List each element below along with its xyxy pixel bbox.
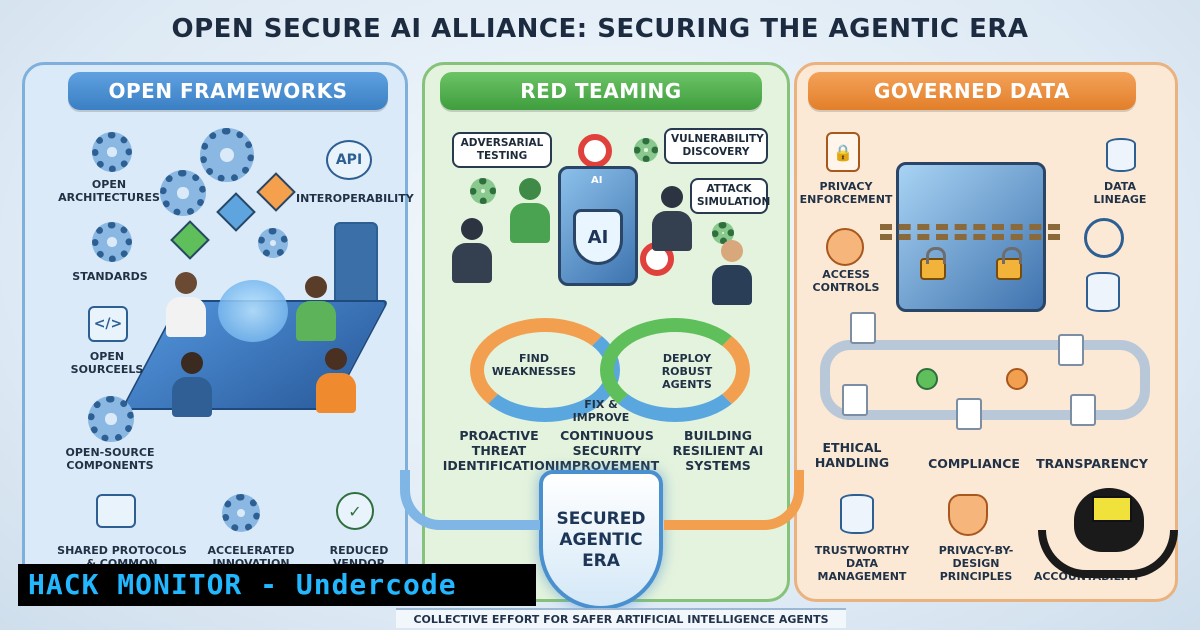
chain-icon bbox=[880, 224, 1060, 240]
flow-arrow-right bbox=[664, 470, 804, 530]
ai-server-icon: AI AI bbox=[558, 166, 638, 286]
transparency-label: TRANSPARENCY bbox=[1036, 456, 1148, 471]
hooded-hacker-figure bbox=[510, 178, 550, 244]
database-icon bbox=[1086, 272, 1120, 312]
padlock-icon bbox=[920, 247, 946, 280]
tentacles-icon bbox=[1038, 530, 1178, 578]
footer-tagline: COLLECTIVE EFFORT FOR SAFER ARTIFICIAL I… bbox=[396, 608, 846, 628]
vulnerability-discovery-bubble: VULNERABILITY DISCOVERY bbox=[664, 128, 768, 164]
code-panel-icon bbox=[334, 222, 378, 306]
gear-check-icon bbox=[470, 178, 496, 204]
deploy-robust-agents-label: DEPLOY ROBUST AGENTS bbox=[661, 352, 713, 391]
gear-icon bbox=[200, 128, 254, 182]
database-icon bbox=[1106, 138, 1136, 172]
hierarchy-icon bbox=[96, 494, 136, 528]
ethical-handling-label: ETHICAL HANDLING bbox=[814, 440, 890, 470]
hack-monitor-watermark: HACK MONITOR - Undercode bbox=[18, 564, 536, 606]
status-icon bbox=[1006, 368, 1028, 390]
code-icon: </> bbox=[88, 306, 128, 342]
fix-improve-label: FIX & IMPROVE bbox=[572, 398, 630, 424]
gear-check-icon bbox=[92, 222, 132, 262]
gear-icon bbox=[88, 396, 134, 442]
server-badge: AI bbox=[591, 175, 603, 186]
laptop-icon bbox=[1092, 496, 1132, 522]
trustworthy-data-label: TRUSTWORTHY DATA MANAGEMENT bbox=[814, 544, 910, 583]
network-icon bbox=[1084, 218, 1124, 258]
flow-arrow-left bbox=[400, 470, 540, 530]
brain-hologram-icon bbox=[218, 280, 288, 342]
gear-icon bbox=[160, 170, 206, 216]
attack-simulation-bubble: ATTACK SIMULATION bbox=[690, 178, 770, 214]
building-resilient-label: BUILDING RESILIENT AI SYSTEMS bbox=[672, 428, 764, 473]
person-figure bbox=[172, 352, 212, 418]
undercode-octopus-logo bbox=[1034, 460, 1184, 600]
document-icon bbox=[842, 384, 868, 416]
gear-icon bbox=[92, 132, 132, 172]
gear-icon bbox=[712, 222, 734, 244]
lock-icon bbox=[826, 228, 864, 266]
secured-agentic-era-shield: SECURED AGENTIC ERA bbox=[539, 470, 663, 610]
api-label: API bbox=[335, 152, 363, 168]
check-icon bbox=[916, 368, 938, 390]
check-badge-icon: ✓ bbox=[336, 492, 374, 530]
hooded-hacker-figure bbox=[452, 218, 492, 284]
data-pipeline bbox=[820, 340, 1150, 420]
open-frameworks-header: OPEN FRAMEWORKS bbox=[68, 72, 388, 110]
gear-icon bbox=[222, 494, 260, 532]
adversarial-testing-bubble: ADVERSARIAL TESTING bbox=[452, 132, 552, 168]
person-figure bbox=[296, 276, 336, 342]
privacy-enforcement-label: PRIVACY ENFORCEMENT bbox=[799, 180, 893, 206]
proactive-threat-label: PROACTIVE THREAT IDENTIFICATION bbox=[442, 428, 556, 473]
standards-label: STANDARDS bbox=[72, 270, 148, 283]
privacy-by-design-label: PRIVACY-BY-DESIGN PRINCIPLES bbox=[938, 544, 1014, 583]
continuous-security-label: CONTINUOUS SECURITY IMPROVEMENT bbox=[554, 428, 660, 473]
compliance-label: COMPLIANCE bbox=[928, 456, 1020, 471]
ai-shield-icon: AI bbox=[573, 209, 623, 265]
analyst-figure bbox=[712, 240, 752, 306]
lock-shield-icon bbox=[948, 494, 988, 536]
interoperability-label: INTEROPERABILITY bbox=[296, 192, 414, 205]
open-sources-label: OPEN SOURCEELS bbox=[70, 350, 144, 376]
gear-icon bbox=[258, 228, 288, 258]
hooded-hacker-figure bbox=[652, 186, 692, 252]
gear-icon bbox=[634, 138, 658, 162]
padlock-icon bbox=[996, 247, 1022, 280]
data-lineage-label: DATA LINEAGE bbox=[1093, 180, 1147, 206]
person-figure bbox=[316, 348, 356, 414]
open-source-components-label: OPEN-SOURCE COMPONENTS bbox=[65, 446, 155, 472]
lock-document-icon: 🔒 bbox=[826, 132, 860, 172]
target-icon bbox=[578, 134, 612, 168]
person-figure bbox=[166, 272, 206, 338]
document-icon bbox=[1070, 394, 1096, 426]
document-icon bbox=[850, 312, 876, 344]
api-icon: API bbox=[326, 140, 372, 180]
page-title: OPEN SECURE AI ALLIANCE: SECURING THE AG… bbox=[171, 14, 1029, 44]
find-weaknesses-label: FIND WEAKNESSES bbox=[491, 352, 577, 378]
governed-data-header: GOVERNED DATA bbox=[808, 72, 1136, 110]
document-icon bbox=[956, 398, 982, 430]
document-icon bbox=[1058, 334, 1084, 366]
red-teaming-header: RED TEAMING bbox=[440, 72, 762, 110]
access-controls-label: ACCESS CONTROLS bbox=[812, 268, 880, 294]
database-icon bbox=[840, 494, 874, 534]
open-architectures-label: OPEN ARCHITECTURES bbox=[58, 178, 160, 204]
